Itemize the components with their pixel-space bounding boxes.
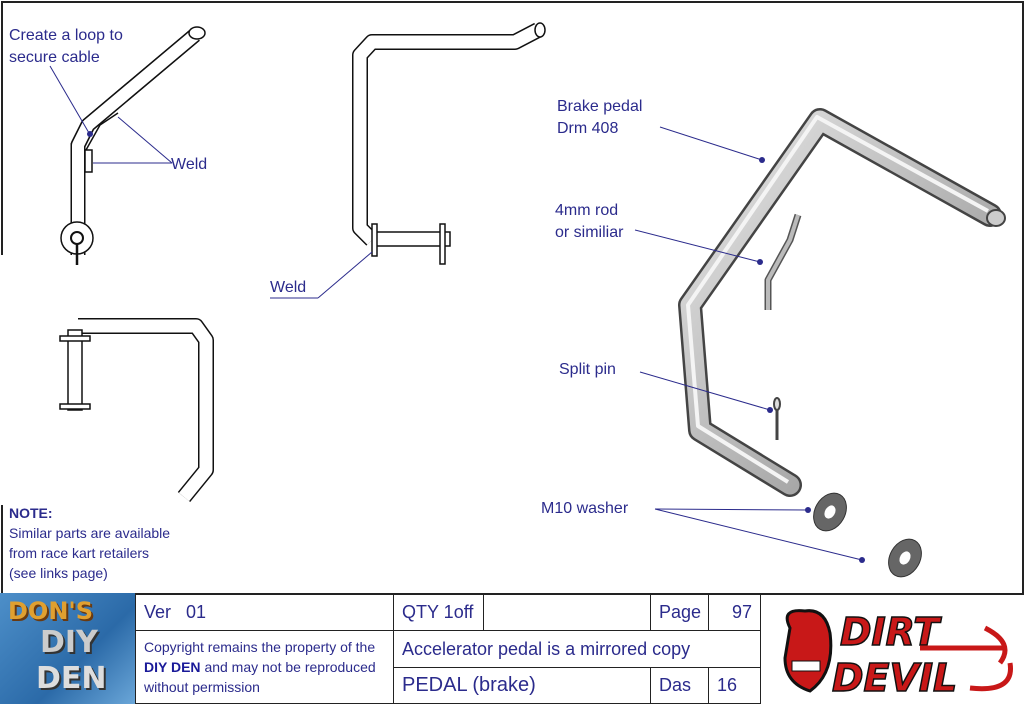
pedal-side-view: [0, 26, 206, 505]
version-label: Ver: [144, 601, 172, 622]
pedal-isometric-view: [634, 108, 1006, 578]
label-weld-top: Weld: [171, 156, 208, 173]
page-label: Page: [650, 593, 709, 631]
note-line: (see links page): [9, 565, 108, 581]
copyright-cell: Copyright remains the property of the DI…: [135, 630, 394, 704]
pedal-top-view: [59, 318, 214, 503]
dons-diy-den-logo: DON'S DIY DEN: [0, 593, 135, 704]
blank-cell: [483, 593, 651, 631]
title-block: DON'S DIY DEN Ver 01 QTY 1off Page 97 Co…: [0, 593, 1024, 704]
copyright-text: Copyright remains the property of the: [144, 639, 376, 655]
pedal-front-view: [270, 22, 546, 299]
label-loop: Create a loop to secure cable: [9, 25, 123, 69]
drawn-by-value: 16: [708, 667, 761, 704]
label-line: or similiar: [555, 224, 624, 241]
label-rod: 4mm rod or similiar: [555, 200, 623, 244]
qty-cell: QTY 1off: [393, 593, 484, 631]
label-split-pin: Split pin: [559, 361, 616, 378]
label-washer: M10 washer: [541, 500, 629, 517]
label-weld-mid: Weld: [270, 279, 307, 296]
copyright-text: and may not be reproduced without permis…: [144, 659, 376, 695]
note-title: NOTE:: [9, 505, 53, 521]
copyright-brand: DIY DEN: [144, 659, 201, 675]
label-line: Drm 408: [557, 120, 619, 137]
note: NOTE: Similar parts are available from r…: [9, 503, 170, 583]
drawn-by-label: Das: [650, 667, 709, 704]
note-line: Similar parts are available: [9, 525, 171, 541]
page-number: 97: [708, 593, 761, 631]
dirt-devil-logo: DIRT DEVIL: [783, 609, 1013, 698]
version-value: 01: [186, 601, 207, 622]
label-line: secure cable: [9, 49, 100, 66]
note-line: from race kart retailers: [9, 545, 150, 561]
version-cell: Ver 01: [135, 593, 394, 631]
label-line: 4mm rod: [555, 202, 619, 219]
label-line: Create a loop to: [9, 27, 123, 44]
remark-cell: Accelerator pedal is a mirrored copy: [393, 630, 761, 668]
technical-drawings: [0, 22, 1006, 578]
part-name: PEDAL (brake): [393, 667, 651, 704]
label-line: Brake pedal: [557, 98, 643, 115]
svg-text:DEVIL: DEVIL: [832, 656, 957, 698]
